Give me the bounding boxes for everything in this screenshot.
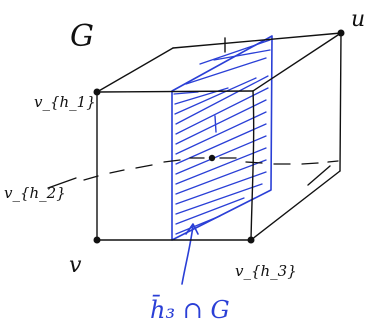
cube-edges	[97, 33, 341, 240]
vertex-v-h1-label: v_{h_1}	[34, 93, 96, 111]
hidden-edge	[328, 161, 338, 162]
slice-hatching	[174, 40, 270, 234]
slice-plane	[172, 36, 272, 284]
vertex-v	[94, 237, 101, 244]
vertex-v-h2-label: v_{h_2}	[4, 184, 66, 202]
slice-inner-line	[215, 116, 216, 132]
vertex-center	[209, 155, 215, 161]
vertex-u-label: u	[351, 7, 365, 32]
hidden-edge	[302, 163, 318, 164]
slice-label: h̄₃ ∩ G	[150, 295, 230, 324]
hidden-edges	[48, 158, 338, 188]
hidden-edge	[84, 176, 98, 180]
vertex-u	[338, 30, 345, 37]
hidden-edge	[136, 165, 152, 168]
vertex-v-h3	[248, 237, 255, 244]
vertices	[94, 30, 345, 244]
hidden-edge	[110, 170, 124, 173]
vertex-v-h3-label: v_{h_3}	[235, 262, 297, 280]
graph-label: G	[70, 19, 94, 54]
vertex-v-label: v	[69, 253, 82, 278]
